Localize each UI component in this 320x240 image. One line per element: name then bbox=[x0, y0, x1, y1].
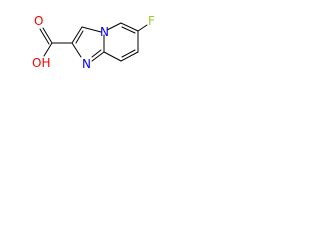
structure-canvas: F N N O OH bbox=[0, 0, 184, 91]
atom-label-o-carbonyl: O bbox=[34, 14, 43, 28]
bond-c-o-double-b bbox=[39, 28, 50, 45]
bond-n1-c8a-double bbox=[91, 49, 102, 58]
bond-c7-c8 bbox=[120, 51, 139, 62]
bonds bbox=[39, 22, 148, 62]
atom-label-n-bridge: N bbox=[100, 25, 109, 39]
bond-c-oh bbox=[43, 42, 53, 57]
bond-c2-n1 bbox=[71, 42, 82, 58]
molecule-drawing: F N N O OH bbox=[32, 14, 155, 71]
bond-c6-f bbox=[137, 24, 148, 32]
bond-c5-c6-double bbox=[121, 26, 136, 34]
bond-n4-c5 bbox=[106, 22, 122, 31]
atom-label-oh: OH bbox=[32, 56, 50, 70]
bond-c-o-double-a bbox=[42, 27, 53, 44]
bond-c3-c2-double bbox=[75, 30, 84, 44]
bond-c3-c2 bbox=[71, 26, 83, 44]
bond-n1-c8a bbox=[91, 51, 105, 62]
atom-label-n-ring: N bbox=[82, 57, 91, 71]
atom-label-f: F bbox=[148, 14, 155, 28]
bond-c5-c6 bbox=[120, 22, 139, 32]
bond-c7-c8-double bbox=[121, 49, 136, 58]
bond-n4-c3 bbox=[81, 26, 102, 33]
bond-c8-c8a bbox=[103, 51, 122, 62]
atom-labels: F N N O OH bbox=[32, 14, 155, 71]
